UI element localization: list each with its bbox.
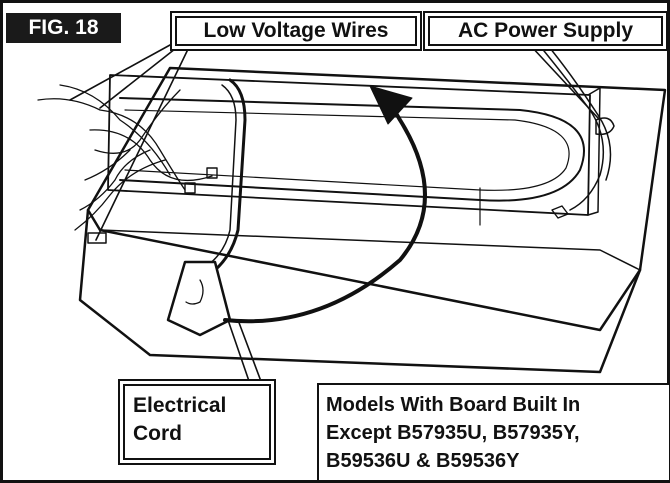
cabinet-bottom-edge <box>99 229 641 271</box>
callout-models-note: Models With Board Built In Except B57935… <box>317 383 669 480</box>
figure-label: FIG. 18 <box>6 13 121 43</box>
rotation-arrowhead <box>369 85 413 125</box>
models-note-line: Models With Board Built In <box>326 394 581 416</box>
leader-ac-power <box>529 44 599 119</box>
low-voltage-wire <box>59 84 171 176</box>
connector-clip <box>184 182 196 194</box>
leader-electrical-cord <box>227 319 263 385</box>
electrical-cord <box>213 78 247 272</box>
wire-connector <box>87 232 107 244</box>
electrical-cord-edge <box>207 84 237 266</box>
callout-electrical-cord-line: Cord <box>133 422 182 445</box>
models-note-line: B59536U & B59536Y <box>326 450 520 472</box>
models-note-line: Except B57935U, B57935Y, <box>326 422 580 444</box>
rotation-arrow <box>223 106 427 324</box>
wire-channel-inner <box>124 109 570 191</box>
grommet <box>551 205 569 219</box>
ac-power-wire <box>544 41 612 181</box>
leader-low-voltage <box>69 44 191 241</box>
callout-electrical-cord: Electrical Cord <box>123 384 271 460</box>
ac-power-plug <box>595 117 615 136</box>
connector-clip-2 <box>206 167 218 179</box>
low-voltage-wire <box>84 149 131 181</box>
low-voltage-wire <box>37 98 186 191</box>
callout-low-voltage-wires: Low Voltage Wires <box>175 16 417 46</box>
callout-electrical-cord-line: Electrical <box>133 394 227 417</box>
cord-housing <box>166 260 232 337</box>
right-bracket <box>587 87 601 216</box>
callout-ac-power-supply: AC Power Supply <box>428 16 663 46</box>
wire-channel <box>119 97 585 202</box>
low-voltage-wire <box>74 159 166 231</box>
cord-housing-detail <box>185 279 204 305</box>
cabinet-front-face <box>78 208 642 374</box>
low-voltage-wire <box>89 129 213 182</box>
low-voltage-wire <box>94 89 181 154</box>
